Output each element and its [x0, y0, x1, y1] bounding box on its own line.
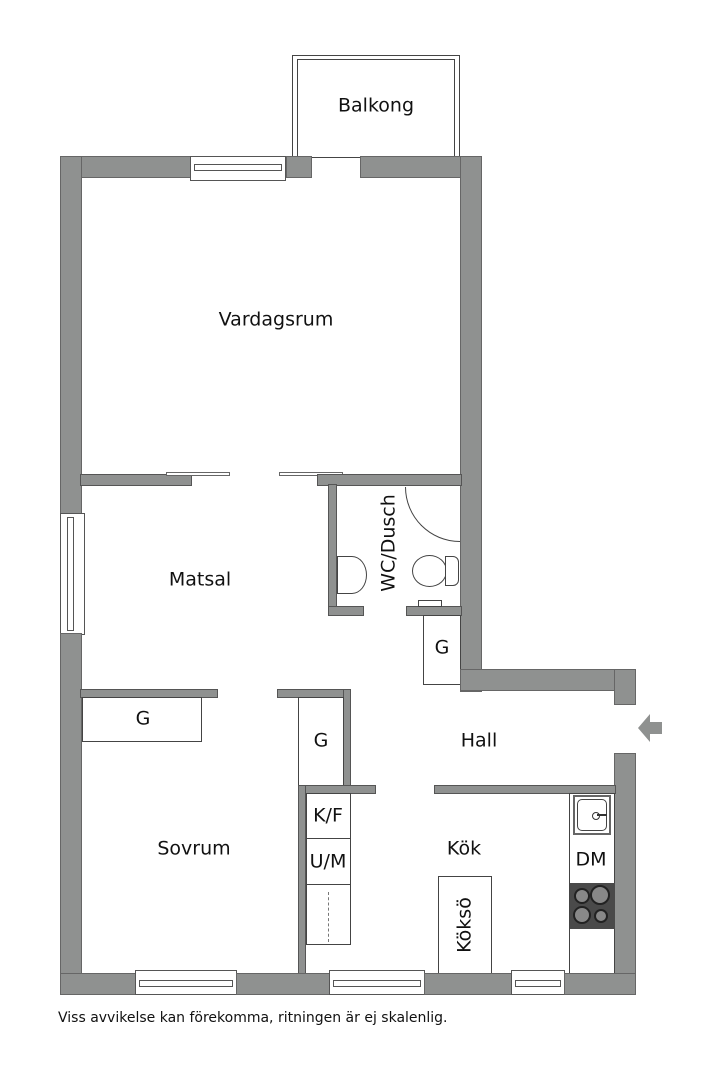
wall-top-mid [286, 156, 312, 178]
faucet-icon [592, 812, 600, 820]
wall-right-upper [460, 156, 482, 692]
room-label-hall: Hall [460, 729, 498, 752]
wall-bedroom-kitchen [298, 785, 306, 977]
closet-label-bedroom: G [135, 707, 151, 730]
wall-bottom-mid2 [424, 973, 512, 995]
wall-living-dining-right [317, 474, 462, 486]
window-left [60, 513, 85, 635]
wall-right-lower [614, 753, 636, 995]
wall-closet-divider [343, 689, 351, 789]
cabinet-dashed-line [328, 892, 329, 942]
toilet [412, 555, 447, 587]
wall-bath-bottom-left [328, 606, 364, 616]
toilet-tank [445, 556, 459, 586]
shower-cabin [405, 487, 460, 542]
faucet-handle [597, 814, 607, 816]
closet-label-middle: G [313, 729, 329, 752]
stove-burners-icon [573, 885, 610, 924]
closet-middle [298, 697, 344, 787]
wall-left-lower [60, 633, 82, 995]
room-label-balcony: Balkong [337, 94, 415, 117]
closet-label-hall: G [434, 636, 450, 659]
window-top [190, 156, 286, 181]
vent-bath [418, 600, 442, 607]
room-label-living-room: Vardagsrum [218, 308, 334, 331]
room-label-kitchen: Kök [446, 837, 482, 860]
wall-bath-left [328, 484, 337, 616]
window-bottom-1 [135, 970, 237, 995]
oven [306, 838, 351, 885]
disclaimer-text: Viss avvikelse kan förekomma, ritningen … [58, 1010, 448, 1026]
wall-left-upper [60, 156, 82, 514]
balcony-inner [297, 59, 455, 158]
wall-living-dining-left [80, 474, 192, 486]
fridge-label: K/F [313, 804, 343, 827]
wall-bottom-left [60, 973, 136, 995]
wall-hall-top [460, 669, 636, 691]
stove [570, 883, 615, 929]
window-bottom-2 [329, 970, 425, 995]
dishwasher-label: DM [575, 848, 607, 871]
room-label-bedroom: Sovrum [157, 837, 231, 860]
room-label-dining: Matsal [168, 568, 232, 591]
closet-bedroom [82, 697, 202, 742]
wall-right-entry-top [614, 669, 636, 705]
closet-hall [423, 615, 461, 685]
oven-label: U/M [309, 850, 347, 873]
kitchen-island-label: Köksö [453, 897, 476, 953]
wall-bottom-mid1 [236, 973, 330, 995]
room-label-bathroom: WC/Dusch [377, 494, 400, 592]
window-bottom-3 [511, 970, 565, 995]
sink-bath [337, 556, 367, 594]
entrance-arrow-icon [638, 712, 662, 744]
wall-kitchen-top-right [434, 785, 616, 794]
sliding-door-left [166, 472, 230, 476]
wall-bottom-right [564, 973, 636, 995]
